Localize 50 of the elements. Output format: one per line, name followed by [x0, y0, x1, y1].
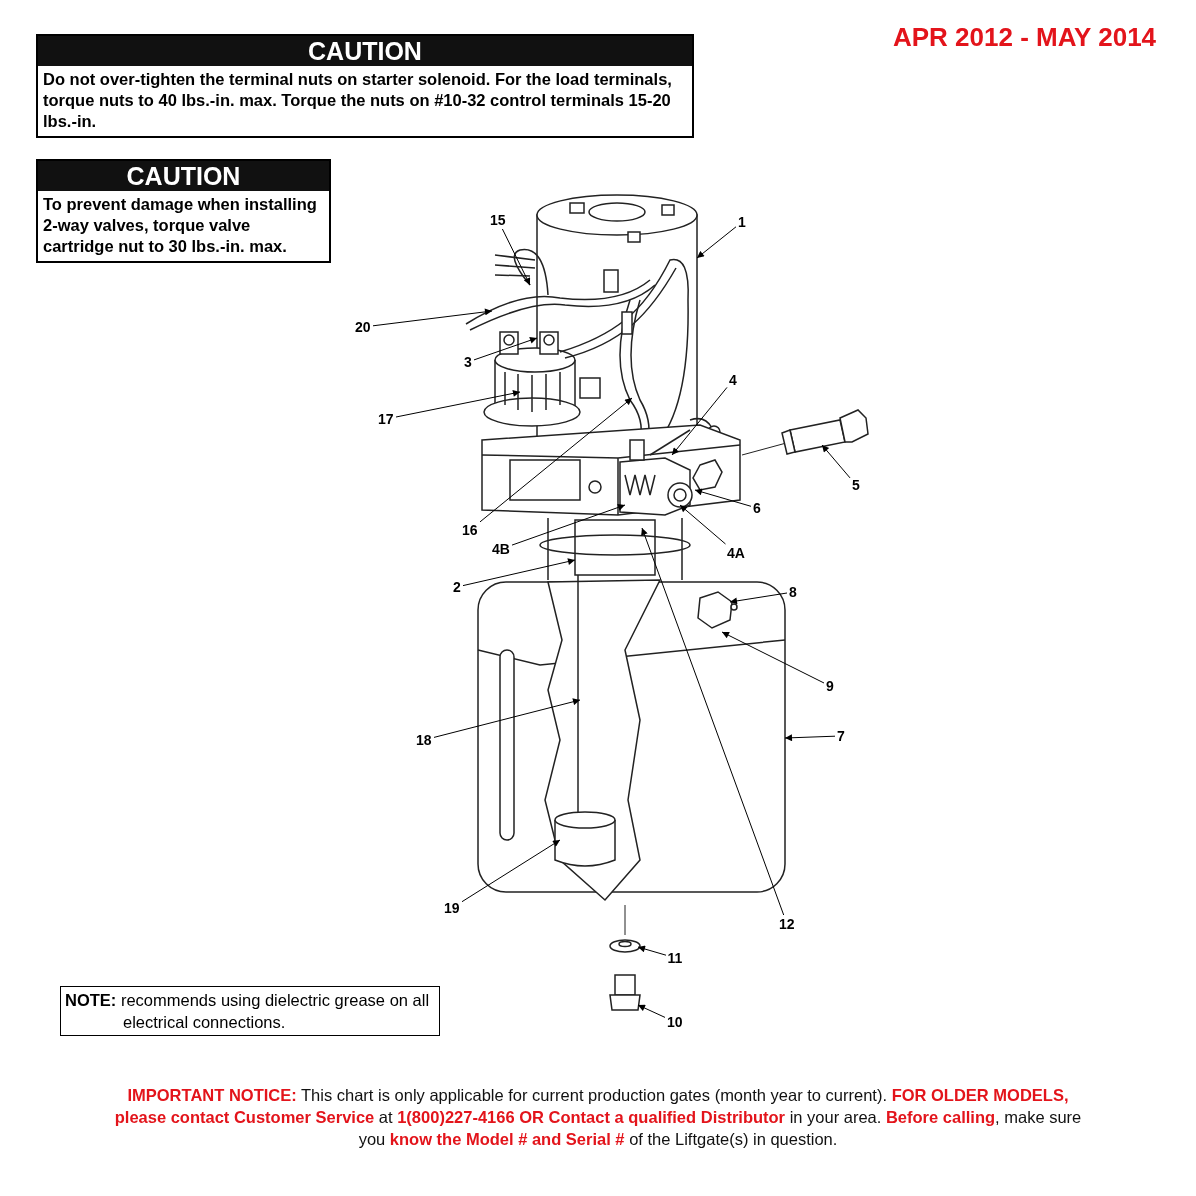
- note-box: [60, 986, 440, 1036]
- date-range: APR 2012 - MAY 2014: [893, 22, 1157, 53]
- leader-line: [671, 386, 728, 456]
- leader-line: [372, 308, 493, 327]
- notice-text: IMPORTANT NOTICE: This chart is only applicable for current production gates (month year to current). FOR OLDER MODELS, please contact Customer Service at 1(800)227-4166 OR Contact a qualified Distributor in your area. Before calling, make sure you know the Model # and Serial # of the Liftgate(s) in question.: [113, 1085, 1083, 1150]
- callout-number: 17: [376, 410, 396, 428]
- leader-line: [696, 226, 737, 259]
- leader-line: [721, 631, 825, 684]
- callout-number: 11: [665, 949, 685, 967]
- callout-number: 8: [787, 583, 799, 601]
- callout-number: 1: [736, 213, 748, 231]
- callout-number: 20: [353, 318, 373, 336]
- callout-number: 16: [460, 521, 480, 539]
- leader-line: [479, 397, 633, 523]
- leader-line: [433, 698, 581, 738]
- caution-heading: CAUTION: [38, 161, 329, 191]
- leader-line: [637, 1004, 666, 1018]
- leader-line: [462, 558, 576, 587]
- caution-box: [36, 159, 331, 263]
- caution-text: Do not over-tighten the terminal nuts on starter solenoid. For the load terminals, torque nuts to 40 lbs.-in. max. Torque the nuts on #10-32 control terminals 15-20 lbs.-in.: [42, 69, 673, 132]
- leader-line: [395, 389, 521, 418]
- callout-number: 10: [665, 1013, 685, 1031]
- callout-number: 3: [462, 353, 474, 371]
- callout-number: 18: [414, 731, 434, 749]
- callout-number: 9: [824, 677, 836, 695]
- callout-number: 2: [451, 578, 463, 596]
- caution-box: [36, 34, 694, 138]
- leader-line: [679, 504, 726, 545]
- callout-number: 6: [751, 499, 763, 517]
- leader-line: [511, 504, 626, 546]
- callout-number: 19: [442, 899, 462, 917]
- callout-number: 7: [835, 727, 847, 745]
- leader-line: [694, 488, 752, 507]
- leader-line: [637, 945, 667, 956]
- leader-line: [729, 592, 788, 605]
- callout-number: 4: [727, 371, 739, 389]
- note-text: NOTE: recommends using dielectric grease on all electrical connections.: [65, 990, 431, 1033]
- leader-line: [641, 527, 785, 916]
- leader-line: [784, 734, 836, 742]
- caution-heading: CAUTION: [38, 36, 692, 66]
- leader-line: [461, 839, 561, 903]
- callout-number: 12: [777, 915, 797, 933]
- callout-number: 4A: [725, 544, 747, 562]
- leader-line: [501, 228, 531, 286]
- caution-text: To prevent damage when installing 2-way valves, torque valve cartridge nut to 30 lbs.-in. max.: [42, 194, 318, 257]
- callout-number: 5: [850, 476, 862, 494]
- callout-number: 4B: [490, 540, 512, 558]
- leader-line: [821, 444, 851, 479]
- callout-number: 15: [488, 211, 508, 229]
- leader-line: [473, 337, 538, 361]
